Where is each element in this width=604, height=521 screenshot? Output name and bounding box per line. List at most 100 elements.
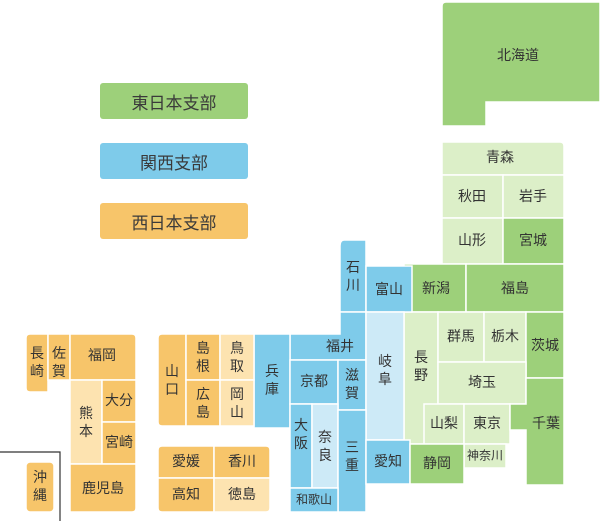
pref-toyama[interactable]: 富山 bbox=[365, 265, 413, 313]
pref-aichi[interactable]: 愛知 bbox=[365, 439, 411, 485]
label-nagano-1: 長 bbox=[414, 350, 428, 366]
label-shizuoka: 静岡 bbox=[423, 456, 451, 472]
label-yamanashi: 山梨 bbox=[430, 416, 458, 432]
label-gunma: 群馬 bbox=[447, 329, 475, 345]
pref-kanagawa[interactable]: 神奈川 bbox=[463, 443, 507, 469]
pref-shiga[interactable]: 滋 賀 bbox=[337, 359, 367, 411]
legend-east-branch[interactable]: 東日本支部 bbox=[100, 83, 248, 119]
label-iwate: 岩手 bbox=[519, 189, 547, 205]
pref-miyagi[interactable]: 宮城 bbox=[502, 217, 565, 265]
label-okayama-1: 岡 bbox=[230, 387, 244, 403]
label-kochi: 高知 bbox=[172, 486, 200, 503]
pref-shizuoka[interactable]: 静岡 bbox=[409, 443, 465, 485]
pref-yamanashi[interactable]: 山梨 bbox=[423, 403, 465, 445]
label-yamaguchi-2: 口 bbox=[165, 382, 179, 398]
legend-west-branch[interactable]: 西日本支部 bbox=[100, 203, 248, 239]
label-hokkaido: 北海道 bbox=[497, 48, 539, 64]
pref-hiroshima[interactable]: 広 島 bbox=[185, 379, 221, 427]
label-kumamoto-1: 熊 bbox=[79, 406, 93, 422]
label-miyazaki: 宮崎 bbox=[105, 435, 133, 451]
pref-akita[interactable]: 秋田 bbox=[441, 174, 504, 219]
label-tokushima: 徳島 bbox=[228, 487, 256, 503]
pref-yamagata[interactable]: 山形 bbox=[441, 217, 504, 265]
pref-kyoto[interactable]: 京都 bbox=[289, 359, 339, 405]
pref-kumamoto[interactable]: 熊 本 bbox=[69, 379, 103, 465]
pref-mie[interactable]: 三 重 bbox=[337, 409, 367, 513]
pref-saga[interactable]: 佐 賀 bbox=[47, 333, 71, 381]
pref-ehime[interactable]: 愛媛 bbox=[157, 445, 215, 479]
label-okinawa-2: 縄 bbox=[33, 488, 47, 504]
pref-yamaguchi[interactable]: 山 口 bbox=[157, 333, 187, 427]
pref-hyogo[interactable]: 兵 庫 bbox=[253, 333, 291, 429]
pref-nagano[interactable]: 長 野 bbox=[403, 311, 439, 445]
label-fukushima: 福島 bbox=[501, 281, 529, 297]
pref-iwate[interactable]: 岩手 bbox=[502, 174, 565, 219]
label-shiga-1: 滋 bbox=[345, 368, 359, 384]
pref-okinawa[interactable]: 沖 縄 bbox=[25, 461, 55, 513]
pref-kagoshima[interactable]: 鹿児島 bbox=[69, 463, 137, 513]
label-mie-2: 重 bbox=[345, 458, 359, 474]
label-fukuoka: 福岡 bbox=[88, 348, 116, 364]
label-nara-2: 良 bbox=[318, 448, 332, 464]
label-chiba: 千葉 bbox=[532, 416, 560, 432]
pref-chiba[interactable]: 千葉 bbox=[509, 377, 565, 486]
label-hyogo-1: 兵 bbox=[265, 364, 279, 380]
label-kyoto: 京都 bbox=[300, 374, 328, 390]
label-shimane-2: 根 bbox=[196, 359, 210, 375]
pref-oita[interactable]: 大分 bbox=[101, 379, 137, 423]
label-kagoshima: 鹿児島 bbox=[82, 480, 124, 497]
label-ibaraki: 茨城 bbox=[531, 338, 559, 354]
label-niigata: 新潟 bbox=[422, 281, 450, 297]
label-hiroshima-1: 広 bbox=[196, 387, 210, 403]
label-miyagi: 宮城 bbox=[519, 233, 547, 249]
label-shimane-1: 島 bbox=[196, 341, 210, 357]
label-nagano-2: 野 bbox=[414, 368, 428, 384]
label-gifu-2: 阜 bbox=[378, 371, 392, 388]
label-yamagata: 山形 bbox=[458, 233, 486, 249]
pref-tottori[interactable]: 鳥 取 bbox=[219, 333, 255, 381]
label-okinawa-1: 沖 bbox=[33, 470, 47, 486]
pref-gifu[interactable]: 岐 阜 bbox=[365, 311, 405, 441]
pref-tokyo[interactable]: 東京 bbox=[463, 403, 511, 445]
pref-kagawa[interactable]: 香川 bbox=[213, 445, 271, 479]
pref-gunma[interactable]: 群馬 bbox=[437, 311, 485, 363]
pref-osaka[interactable]: 大 阪 bbox=[289, 403, 313, 489]
pref-wakayama[interactable]: 和歌山 bbox=[289, 487, 339, 513]
label-ishikawa-1: 石 bbox=[346, 260, 360, 276]
pref-miyazaki[interactable]: 宮崎 bbox=[101, 421, 137, 465]
label-kumamoto-2: 本 bbox=[79, 424, 93, 440]
pref-fukushima[interactable]: 福島 bbox=[465, 263, 565, 313]
label-kanagawa: 神奈川 bbox=[467, 449, 503, 463]
pref-fukui[interactable]: 福井 bbox=[289, 311, 367, 361]
label-akita: 秋田 bbox=[458, 189, 486, 205]
pref-nara[interactable]: 奈 良 bbox=[311, 403, 339, 489]
okinawa-separator bbox=[0, 451, 61, 521]
pref-hokkaido[interactable]: 北海道 bbox=[441, 1, 601, 127]
pref-tochigi[interactable]: 栃木 bbox=[483, 311, 527, 363]
pref-aomori[interactable]: 青森 bbox=[441, 141, 565, 176]
pref-shimane[interactable]: 島 根 bbox=[185, 333, 221, 381]
label-gifu-1: 岐 bbox=[378, 354, 392, 370]
pref-ibaraki[interactable]: 茨城 bbox=[525, 311, 565, 379]
pref-ishikawa[interactable]: 石 川 bbox=[339, 239, 367, 313]
pref-niigata[interactable]: 新潟 bbox=[403, 263, 467, 313]
label-kagawa: 香川 bbox=[228, 454, 256, 470]
pref-saitama[interactable]: 埼玉 bbox=[437, 361, 527, 405]
label-nagasaki-1: 長 bbox=[30, 346, 44, 362]
label-aichi: 愛知 bbox=[374, 453, 402, 470]
legend-kansai-branch[interactable]: 関西支部 bbox=[100, 143, 248, 179]
pref-tokushima[interactable]: 徳島 bbox=[213, 477, 271, 513]
pref-nagasaki[interactable]: 長 崎 bbox=[25, 333, 49, 393]
pref-kochi[interactable]: 高知 bbox=[157, 477, 215, 513]
label-aomori: 青森 bbox=[486, 150, 514, 166]
label-shiga-2: 賀 bbox=[345, 386, 359, 402]
label-hyogo-2: 庫 bbox=[265, 381, 279, 398]
pref-fukuoka[interactable]: 福岡 bbox=[69, 333, 137, 381]
pref-okayama[interactable]: 岡 山 bbox=[219, 379, 255, 427]
label-tottori-1: 鳥 bbox=[230, 341, 244, 357]
label-yamaguchi-1: 山 bbox=[165, 364, 179, 380]
label-tochigi: 栃木 bbox=[491, 329, 519, 345]
label-tottori-2: 取 bbox=[230, 359, 244, 375]
